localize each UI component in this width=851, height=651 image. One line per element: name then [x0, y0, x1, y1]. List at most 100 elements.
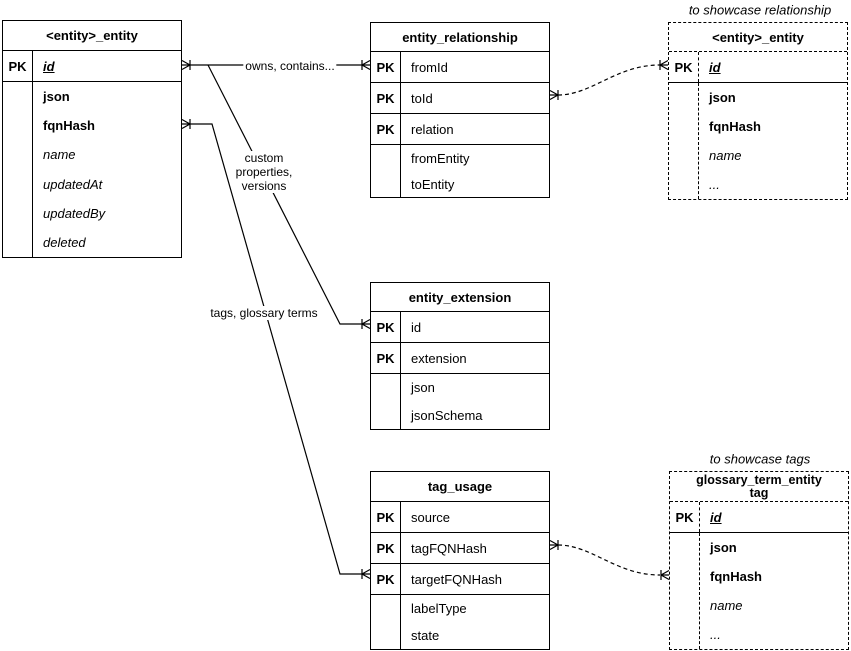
crowfoot-tagusage-tagfqn: [549, 539, 559, 551]
pk-cell: PK: [670, 502, 700, 532]
edge-label-line: versions: [241, 179, 287, 193]
table-body: labelType state: [371, 595, 549, 649]
crowfoot-entity-fqnhash: [181, 118, 191, 130]
table-row-pk: PK extension: [371, 343, 549, 374]
table-glossary-term-entity-tag: glossary_term_entity tag PK id json fqnH…: [669, 471, 849, 650]
crowfoot-tagusage-target: [361, 568, 371, 580]
pk-cell: PK: [371, 564, 401, 594]
table-title-line: tag: [749, 485, 769, 500]
pk-cell: PK: [3, 51, 33, 81]
table-entity-relationship: entity_relationship PK fromId PK toId PK…: [370, 22, 550, 198]
table-row-pk: PK source: [371, 502, 549, 533]
table-title: <entity>_entity: [3, 21, 181, 51]
table-body: fromEntity toEntity: [371, 145, 549, 197]
field-name: fromEntity: [411, 150, 470, 166]
table-row-pk: PK id: [670, 502, 848, 533]
table-entity-entity: <entity>_entity PK id json fqnHash name …: [2, 20, 182, 258]
table-body: json fqnHash name ...: [669, 83, 847, 199]
crowfoot-entity-id: [181, 59, 191, 71]
field-name: relation: [411, 121, 454, 137]
crowfoot-relationship-toid: [549, 89, 559, 101]
edge-showcase-relationship: [557, 64, 661, 96]
pk-cell: PK: [371, 52, 401, 82]
edge-label-tags-glossary: tags, glossary terms: [208, 306, 320, 320]
field-name: toId: [411, 90, 433, 106]
table-tag-usage: tag_usage PK source PK tagFQNHash PK tar…: [370, 471, 550, 650]
pk-column: [670, 533, 700, 649]
field-name: fromId: [411, 59, 448, 75]
pk-cell: PK: [371, 502, 401, 532]
pk-cell: PK: [371, 83, 401, 113]
table-title-line: glossary_term_entity: [696, 472, 822, 487]
field-name: ...: [709, 177, 720, 192]
field-name: json: [710, 540, 737, 555]
field-name: ...: [710, 627, 721, 642]
table-body: json fqnHash name updatedAt updatedBy de…: [3, 82, 181, 257]
table-row-pk: PK id: [371, 312, 549, 343]
table-body: json fqnHash name ...: [670, 533, 848, 649]
field-name: extension: [411, 350, 467, 366]
field-name: json: [43, 89, 70, 105]
pk-column: [3, 82, 33, 257]
field-name: toEntity: [411, 176, 455, 192]
field-name: updatedBy: [43, 205, 106, 221]
field-name: json: [709, 90, 736, 105]
field-name: fqnHash: [709, 119, 761, 134]
field-name: source: [411, 509, 451, 525]
table-entity-extension: entity_extension PK id PK extension json…: [370, 282, 550, 430]
field-name: json: [411, 380, 435, 396]
caption-showcase-tags: to showcase tags: [709, 451, 811, 467]
crowfoot-glossary-fqnhash: [660, 569, 670, 581]
pk-cell: PK: [669, 52, 699, 82]
table-title: entity_relationship: [371, 23, 549, 52]
edge-label-custom-properties: custom properties, versions: [233, 151, 295, 193]
edge-tags-glossary: [190, 123, 362, 575]
crowfoot-entityref-id: [659, 59, 669, 71]
field-name: id: [709, 59, 721, 75]
table-row-pk: PK toId: [371, 83, 549, 114]
pk-cell: PK: [371, 114, 401, 144]
crowfoot-relationship-fromid: [361, 59, 371, 71]
caption-showcase-relationship: to showcase relationship: [688, 2, 832, 18]
edge-custom-properties: [207, 64, 362, 325]
field-name: targetFQNHash: [411, 571, 503, 587]
field-name: name: [43, 147, 76, 163]
pk-cell: PK: [371, 533, 401, 563]
field-name: fqnHash: [710, 569, 762, 584]
field-name: id: [411, 319, 422, 335]
table-row-pk: PK targetFQNHash: [371, 564, 549, 595]
table-row-pk: PK id: [3, 51, 181, 82]
table-row-pk: PK tagFQNHash: [371, 533, 549, 564]
edge-showcase-tags: [557, 544, 661, 576]
table-title: glossary_term_entity tag: [670, 472, 848, 502]
field-name: id: [43, 58, 55, 74]
table-title: tag_usage: [371, 472, 549, 502]
edge-label-line: custom: [244, 151, 284, 165]
pk-column: [669, 83, 699, 199]
table-row-pk: PK id: [669, 52, 847, 83]
pk-column: [371, 145, 401, 197]
pk-column: [371, 374, 401, 429]
table-entity-entity-ref: <entity>_entity PK id json fqnHash name …: [668, 22, 848, 200]
edge-label-line: properties,: [235, 165, 293, 179]
table-body: json jsonSchema: [371, 374, 549, 429]
table-title: entity_extension: [371, 283, 549, 312]
field-name: name: [709, 148, 742, 163]
crowfoot-extension-id: [361, 318, 371, 330]
field-name: state: [411, 628, 440, 643]
field-name: tagFQNHash: [411, 540, 487, 556]
field-name: jsonSchema: [411, 407, 483, 423]
table-row-pk: PK fromId: [371, 52, 549, 83]
pk-column: [371, 595, 401, 649]
field-name: deleted: [43, 234, 86, 250]
field-name: id: [710, 509, 722, 525]
table-row-pk: PK relation: [371, 114, 549, 145]
field-name: labelType: [411, 601, 467, 616]
field-name: updatedAt: [43, 176, 103, 192]
pk-cell: PK: [371, 312, 401, 342]
field-name: name: [710, 598, 743, 613]
edge-label-owns-contains: owns, contains...: [243, 59, 337, 73]
field-name: fqnHash: [43, 118, 95, 134]
pk-cell: PK: [371, 343, 401, 373]
